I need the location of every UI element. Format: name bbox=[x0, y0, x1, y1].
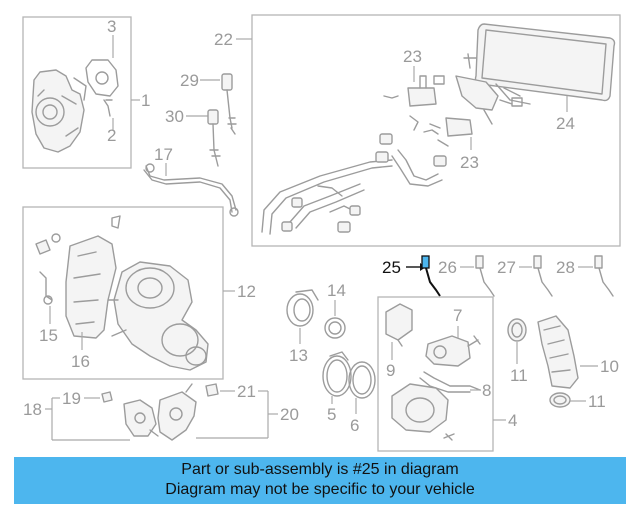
part-25-pipe-drawing bbox=[421, 255, 441, 297]
callout-9: 9 bbox=[386, 361, 395, 380]
callout-2: 2 bbox=[107, 126, 116, 145]
group-box-part-12 bbox=[22, 206, 224, 380]
callout-16: 16 bbox=[71, 352, 90, 371]
part-27-pipe-drawing bbox=[533, 255, 553, 297]
callout-11-lower: 11 bbox=[588, 392, 606, 411]
callout-17: 17 bbox=[154, 145, 173, 164]
part-13-clamp-drawing bbox=[286, 289, 319, 327]
callout-24: 24 bbox=[556, 114, 575, 133]
callout-25: 25 bbox=[382, 258, 401, 277]
callout-6: 6 bbox=[350, 416, 359, 435]
callout-13: 13 bbox=[289, 346, 308, 365]
callout-26: 26 bbox=[438, 258, 457, 277]
part-15-bracket-drawing bbox=[35, 215, 121, 305]
part-10-intake-pipe-drawing bbox=[537, 315, 579, 389]
part-28-pipe-drawing bbox=[594, 255, 614, 297]
callout-11-upper: 11 bbox=[510, 366, 528, 385]
part-24-heat-exchanger-drawing bbox=[474, 23, 616, 105]
part-7-actuator-drawing bbox=[425, 335, 481, 367]
callout-14: 14 bbox=[327, 281, 346, 300]
callout-28: 28 bbox=[556, 258, 575, 277]
callout-8: 8 bbox=[482, 381, 491, 400]
callout-20: 20 bbox=[280, 405, 299, 424]
part-23-bracket-lower-drawing bbox=[409, 115, 473, 147]
callout-12: 12 bbox=[237, 282, 256, 301]
part-29-sensor-drawing bbox=[221, 73, 237, 135]
part-2-bolt-drawing bbox=[103, 99, 114, 130]
callout-18: 18 bbox=[23, 400, 42, 419]
callout-3: 3 bbox=[107, 17, 116, 36]
info-banner: Part or sub-assembly is #25 in diagram D… bbox=[14, 457, 626, 504]
part-1-housing-drawing bbox=[31, 69, 87, 153]
part-20-mount-drawing bbox=[149, 383, 197, 441]
part-12-turbocharger-drawing bbox=[97, 261, 209, 371]
callout-5: 5 bbox=[327, 405, 336, 424]
part-23-bracket-upper-drawing bbox=[383, 53, 523, 125]
callout-23-lower: 23 bbox=[460, 153, 479, 172]
part-19-bolt-drawing bbox=[101, 391, 113, 403]
part-26-pipe-drawing bbox=[475, 255, 495, 297]
callout-4: 4 bbox=[508, 411, 517, 430]
group-box-part-22 bbox=[251, 14, 621, 247]
callout-30: 30 bbox=[165, 107, 184, 126]
callout-23-upper: 23 bbox=[403, 47, 422, 66]
callout-22: 22 bbox=[214, 30, 233, 49]
part-8-hose-drawing bbox=[419, 371, 481, 393]
parts-diagram: 1 2 3 29 30 17 22 24 23 bbox=[22, 14, 621, 452]
group-box-part-1 bbox=[22, 16, 132, 169]
callout-15: 15 bbox=[39, 326, 58, 345]
part-21-bolt-drawing bbox=[205, 383, 219, 397]
banner-line-part-number: Part or sub-assembly is #25 in diagram bbox=[181, 461, 459, 478]
part-6-gasket-drawing bbox=[348, 361, 376, 399]
callout-10: 10 bbox=[600, 357, 619, 376]
part-11-seal-upper-drawing bbox=[507, 318, 527, 342]
part-18-bracket-drawing bbox=[123, 399, 157, 437]
part-5-clamp-drawing bbox=[322, 351, 352, 397]
callout-21: 21 bbox=[237, 382, 256, 401]
group-box-part-4 bbox=[377, 296, 494, 452]
callout-29: 29 bbox=[180, 71, 199, 90]
callout-19: 19 bbox=[62, 389, 81, 408]
intercooler-hoses-drawing bbox=[261, 133, 447, 235]
callout-1: 1 bbox=[141, 91, 150, 110]
part-9-bracket-drawing bbox=[385, 303, 413, 347]
part-4-valve-body-drawing bbox=[391, 383, 455, 441]
part-14-seal-drawing bbox=[324, 317, 346, 339]
callout-7: 7 bbox=[453, 306, 462, 325]
callout-27: 27 bbox=[497, 258, 516, 277]
part-16-heat-shield-drawing bbox=[65, 235, 117, 339]
part-11-seal-lower-drawing bbox=[549, 392, 571, 408]
part-3-gasket-drawing bbox=[85, 35, 119, 97]
part-30-sensor-drawing bbox=[207, 109, 221, 167]
banner-line-disclaimer: Diagram may not be specific to your vehi… bbox=[165, 481, 475, 498]
part-17-oil-line-drawing bbox=[143, 163, 239, 217]
